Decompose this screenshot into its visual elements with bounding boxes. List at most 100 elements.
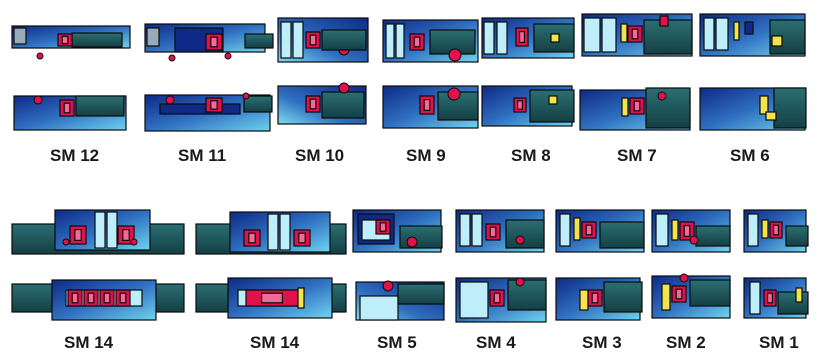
shaft: [321, 91, 365, 119]
o-ring-dot: [33, 95, 43, 105]
spacer: [715, 17, 729, 51]
spacer: [655, 213, 669, 247]
bearing-balls: [13, 27, 27, 45]
spacer: [583, 17, 601, 53]
spacer: [459, 213, 471, 247]
label-sm2: SM 2: [666, 333, 706, 352]
shaft: [75, 95, 125, 117]
o-ring-dot: [448, 48, 462, 62]
spacer: [483, 21, 495, 55]
spacer: [94, 211, 106, 249]
spacer: [106, 211, 118, 249]
spacer: [267, 213, 279, 251]
shaft: [321, 29, 367, 51]
spacer: [601, 17, 617, 53]
seal-ring-core: [423, 98, 431, 111]
label-sm14-right: SM 14: [250, 333, 300, 352]
seal-ring-core: [63, 102, 71, 114]
seal-ring-core: [309, 34, 317, 46]
washer: [297, 287, 305, 309]
label-sm9: SM 9: [406, 146, 446, 165]
label-sm12: SM 12: [50, 146, 100, 165]
housing-inner: [159, 103, 241, 115]
o-ring-dot: [515, 235, 525, 245]
o-ring-dot: [515, 277, 525, 287]
bearing-balls: [146, 27, 160, 47]
shaft: [71, 32, 123, 48]
washer: [671, 219, 679, 241]
shaft: [599, 221, 645, 249]
seal-ring-core: [298, 232, 306, 244]
spacer: [395, 23, 405, 59]
seal-ring-core: [61, 35, 69, 45]
shaft: [777, 291, 809, 315]
o-ring-dot: [168, 54, 176, 62]
seal-ring-core: [248, 232, 256, 244]
spacer: [280, 21, 292, 59]
seal-ring-core: [122, 229, 130, 242]
seal-ring-core: [516, 100, 523, 110]
seal-ring-core: [675, 288, 683, 300]
spacer: [279, 213, 291, 251]
shaft: [785, 225, 809, 247]
label-sm11: SM 11: [178, 146, 227, 165]
label-sm10: SM 10: [295, 146, 345, 165]
shaft: [689, 279, 731, 307]
washer: [661, 283, 671, 311]
o-ring-dot: [224, 52, 232, 60]
shaft: [603, 281, 643, 313]
seal-ring-core: [683, 225, 691, 238]
seal-ring-core: [633, 100, 641, 112]
seal-ring: [659, 15, 669, 27]
washer: [761, 219, 769, 239]
o-ring-dot: [62, 238, 70, 246]
seal-ring-core: [210, 100, 218, 110]
shaft: [773, 87, 807, 129]
o-ring-dot: [338, 82, 350, 94]
seal-ring-core: [71, 292, 79, 304]
shaft: [529, 89, 575, 123]
washer: [795, 287, 803, 303]
spacer: [471, 213, 483, 247]
label-sm6: SM 6: [730, 146, 770, 165]
seal-ring-core: [309, 98, 317, 110]
housing-inner: [744, 21, 754, 35]
seal-ring-core: [87, 292, 95, 304]
spacer: [496, 21, 508, 55]
shaft: [243, 95, 273, 113]
label-sm14-left: SM 14: [64, 333, 114, 352]
spacer: [559, 213, 571, 247]
o-ring-dot: [679, 273, 689, 283]
o-ring-dot: [36, 52, 44, 60]
o-ring-dot: [165, 95, 175, 105]
spacer: [703, 17, 715, 51]
o-ring-dot: [130, 238, 138, 246]
washer: [733, 21, 740, 41]
label-sm5: SM 5: [377, 333, 417, 352]
seal-ring-core: [585, 224, 593, 236]
o-ring-dot: [406, 236, 418, 248]
shaft: [505, 219, 545, 249]
washer: [579, 289, 589, 311]
label-sm7: SM 7: [617, 146, 657, 165]
seal-ring-core: [766, 292, 773, 304]
washer: [573, 217, 581, 241]
seal-ring-core: [772, 224, 779, 236]
seal-ring-core: [261, 292, 284, 304]
seal-ring-core: [103, 292, 111, 304]
shaft: [645, 87, 691, 129]
washer: [759, 95, 769, 115]
label-sm8: SM 8: [511, 146, 551, 165]
seal-ring-core: [493, 292, 501, 304]
shaft: [507, 279, 547, 311]
label-sm3: SM 3: [582, 333, 622, 352]
spacer: [385, 23, 395, 59]
seal-ring-core: [379, 222, 387, 232]
seal-ring-core: [631, 28, 639, 40]
seal-ring-core: [74, 229, 82, 242]
label-sm4: SM 4: [476, 333, 516, 352]
washer: [621, 97, 629, 117]
washer: [550, 33, 560, 43]
